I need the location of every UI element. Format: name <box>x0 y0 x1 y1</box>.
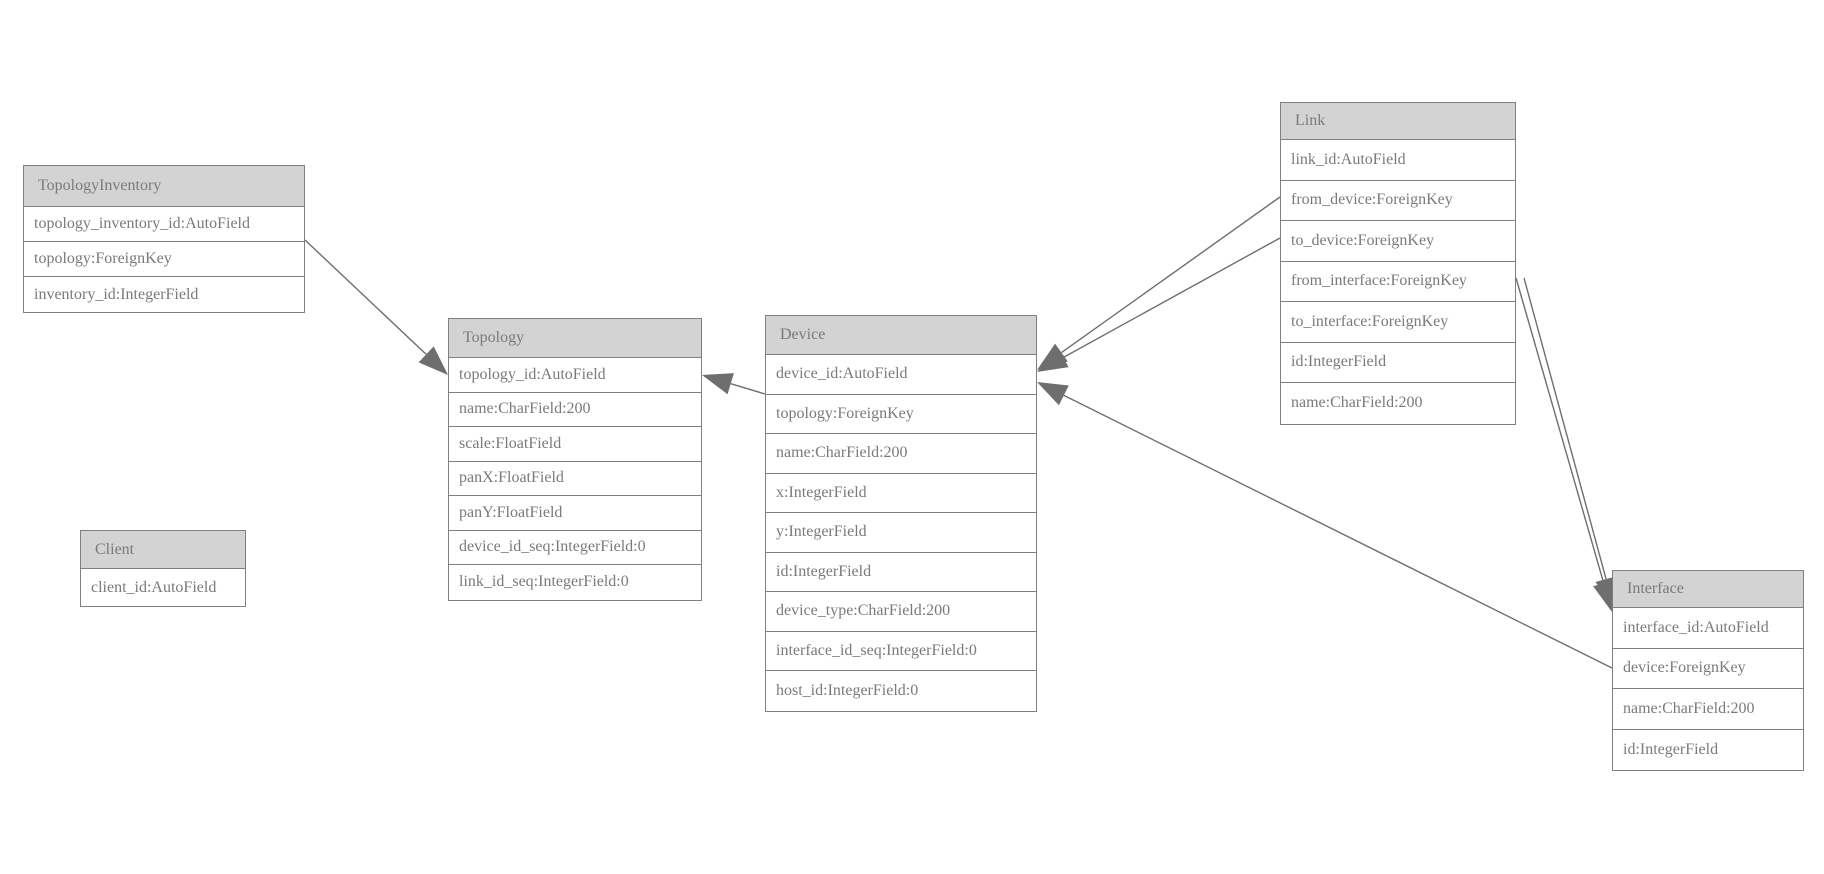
entity-field-row: name:CharField:200 <box>1613 689 1803 730</box>
relationship-rel-link-fromdevice-device <box>1037 196 1281 370</box>
relationship-line <box>1061 196 1281 354</box>
entity-field-row: from_interface:ForeignKey <box>1281 261 1515 302</box>
relationship-line <box>1515 277 1605 584</box>
entity-header-device: Device <box>766 316 1036 355</box>
entity-field-row: to_interface:ForeignKey <box>1281 302 1515 343</box>
relationship-arrowhead <box>702 373 734 395</box>
entity-field-row: topology_id:AutoField <box>449 358 701 393</box>
entity-field-row: id:IntegerField <box>766 552 1036 592</box>
entity-field-row: name:CharField:200 <box>766 434 1036 474</box>
entity-header-interface: Interface <box>1613 571 1803 608</box>
entity-field-row: y:IntegerField <box>766 513 1036 553</box>
relationship-rel-topologyinventory-topology <box>304 239 448 375</box>
entity-field-row: inventory_id:IntegerField <box>24 277 304 312</box>
relationship-arrowhead <box>418 346 448 375</box>
entity-field-row: client_id:AutoField <box>81 569 245 606</box>
entity-header-topology: Topology <box>449 319 701 358</box>
entity-field-row: device:ForeignKey <box>1613 648 1803 689</box>
entity-header-client: Client <box>81 531 245 569</box>
entity-field-row: topology_inventory_id:AutoField <box>24 207 304 242</box>
entity-field-row: scale:FloatField <box>449 427 701 462</box>
entity-field-row: link_id:AutoField <box>1281 140 1515 181</box>
entity-field-row: interface_id:AutoField <box>1613 608 1803 649</box>
entity-header-link: Link <box>1281 103 1515 140</box>
entity-field-row: name:CharField:200 <box>1281 383 1515 424</box>
entity-field-row: panY:FloatField <box>449 496 701 531</box>
entity-field-row: id:IntegerField <box>1281 342 1515 383</box>
relationship-line <box>730 382 766 395</box>
entity-field-row: device_id:AutoField <box>766 355 1036 395</box>
relationship-rel-device-topology <box>702 373 766 395</box>
relationship-arrowhead <box>1037 382 1069 406</box>
relationship-arrowhead <box>1037 347 1069 372</box>
entity-field-row: id:IntegerField <box>1613 729 1803 770</box>
entity-field-row: panX:FloatField <box>449 461 701 496</box>
entity-field-row: from_device:ForeignKey <box>1281 180 1515 221</box>
entity-field-row: link_id_seq:IntegerField:0 <box>449 565 701 600</box>
entity-field-row: topology:ForeignKey <box>24 242 304 277</box>
relationship-rel-link-tointerface-interface <box>1523 277 1617 608</box>
entity-field-row: x:IntegerField <box>766 473 1036 513</box>
relationship-rel-link-frominterface-interface <box>1515 277 1615 612</box>
entity-field-row: device_id_seq:IntegerField:0 <box>449 530 701 565</box>
entity-field-row: interface_id_seq:IntegerField:0 <box>766 631 1036 671</box>
relationship-line <box>1062 237 1281 359</box>
relationship-rel-interface-device-device <box>1037 382 1613 669</box>
relationship-line <box>1523 277 1607 580</box>
entity-field-row: topology:ForeignKey <box>766 394 1036 434</box>
relationship-rel-link-todevice-device <box>1037 237 1281 372</box>
relationship-line <box>304 239 427 355</box>
entity-field-row: device_type:CharField:200 <box>766 592 1036 632</box>
entity-field-row: name:CharField:200 <box>449 392 701 427</box>
entity-header-topologyinventory: TopologyInventory <box>24 166 304 207</box>
entity-field-row: host_id:IntegerField:0 <box>766 671 1036 711</box>
relationship-arrowhead <box>1037 343 1068 370</box>
relationship-line <box>1063 394 1613 669</box>
entity-field-row: to_device:ForeignKey <box>1281 221 1515 262</box>
